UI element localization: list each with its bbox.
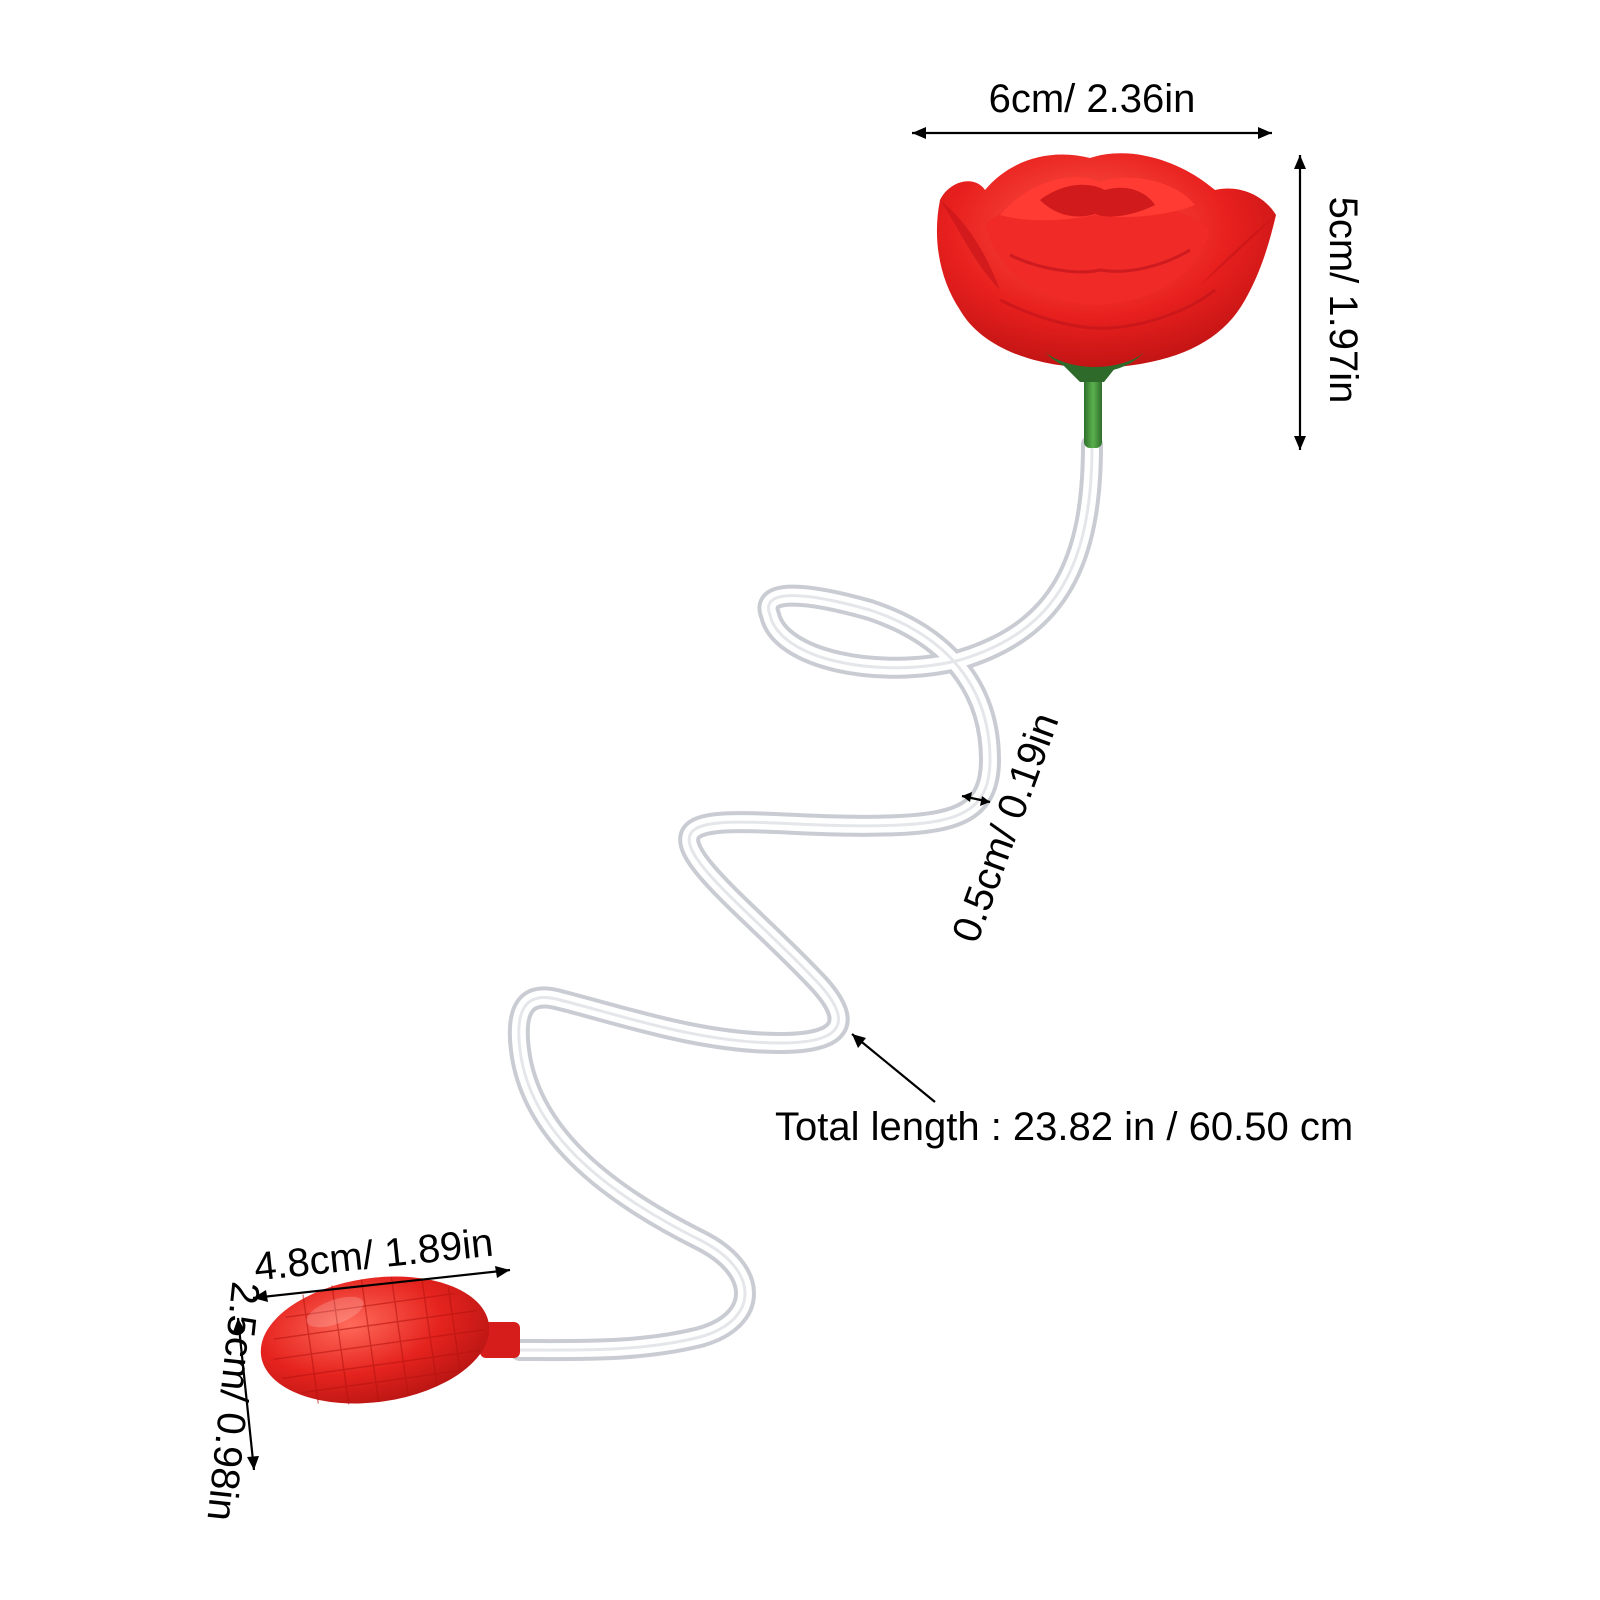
bulb-height-label: 2.5cm/ 0.98in	[198, 1280, 267, 1523]
tube-outline	[507, 434, 1103, 1362]
rose-flower	[936, 153, 1276, 372]
tube-diameter-label: 0.5cm/ 0.19in	[944, 707, 1067, 948]
squeeze-bulb	[260, 1276, 520, 1405]
tube-highlight	[517, 443, 1094, 1352]
bulb-height-dimension: 2.5cm/ 0.98in	[198, 1280, 267, 1523]
tube-diameter-dimension: 0.5cm/ 0.19in	[944, 707, 1067, 948]
total-length-label: Total length : 23.82 in / 60.50 cm	[775, 1105, 1353, 1149]
flower-height-dimension: 5cm/ 1.97in	[1294, 155, 1365, 450]
flower-height-label: 5cm/ 1.97in	[1321, 197, 1365, 404]
flower-width-label: 6cm/ 2.36in	[989, 77, 1196, 121]
tube-inner	[511, 438, 1099, 1358]
flower-stem	[1060, 362, 1120, 448]
total-length-callout: Total length : 23.82 in / 60.50 cm	[775, 1033, 1353, 1149]
clear-tube	[507, 434, 1103, 1362]
flower-width-dimension: 6cm/ 2.36in	[912, 77, 1272, 139]
